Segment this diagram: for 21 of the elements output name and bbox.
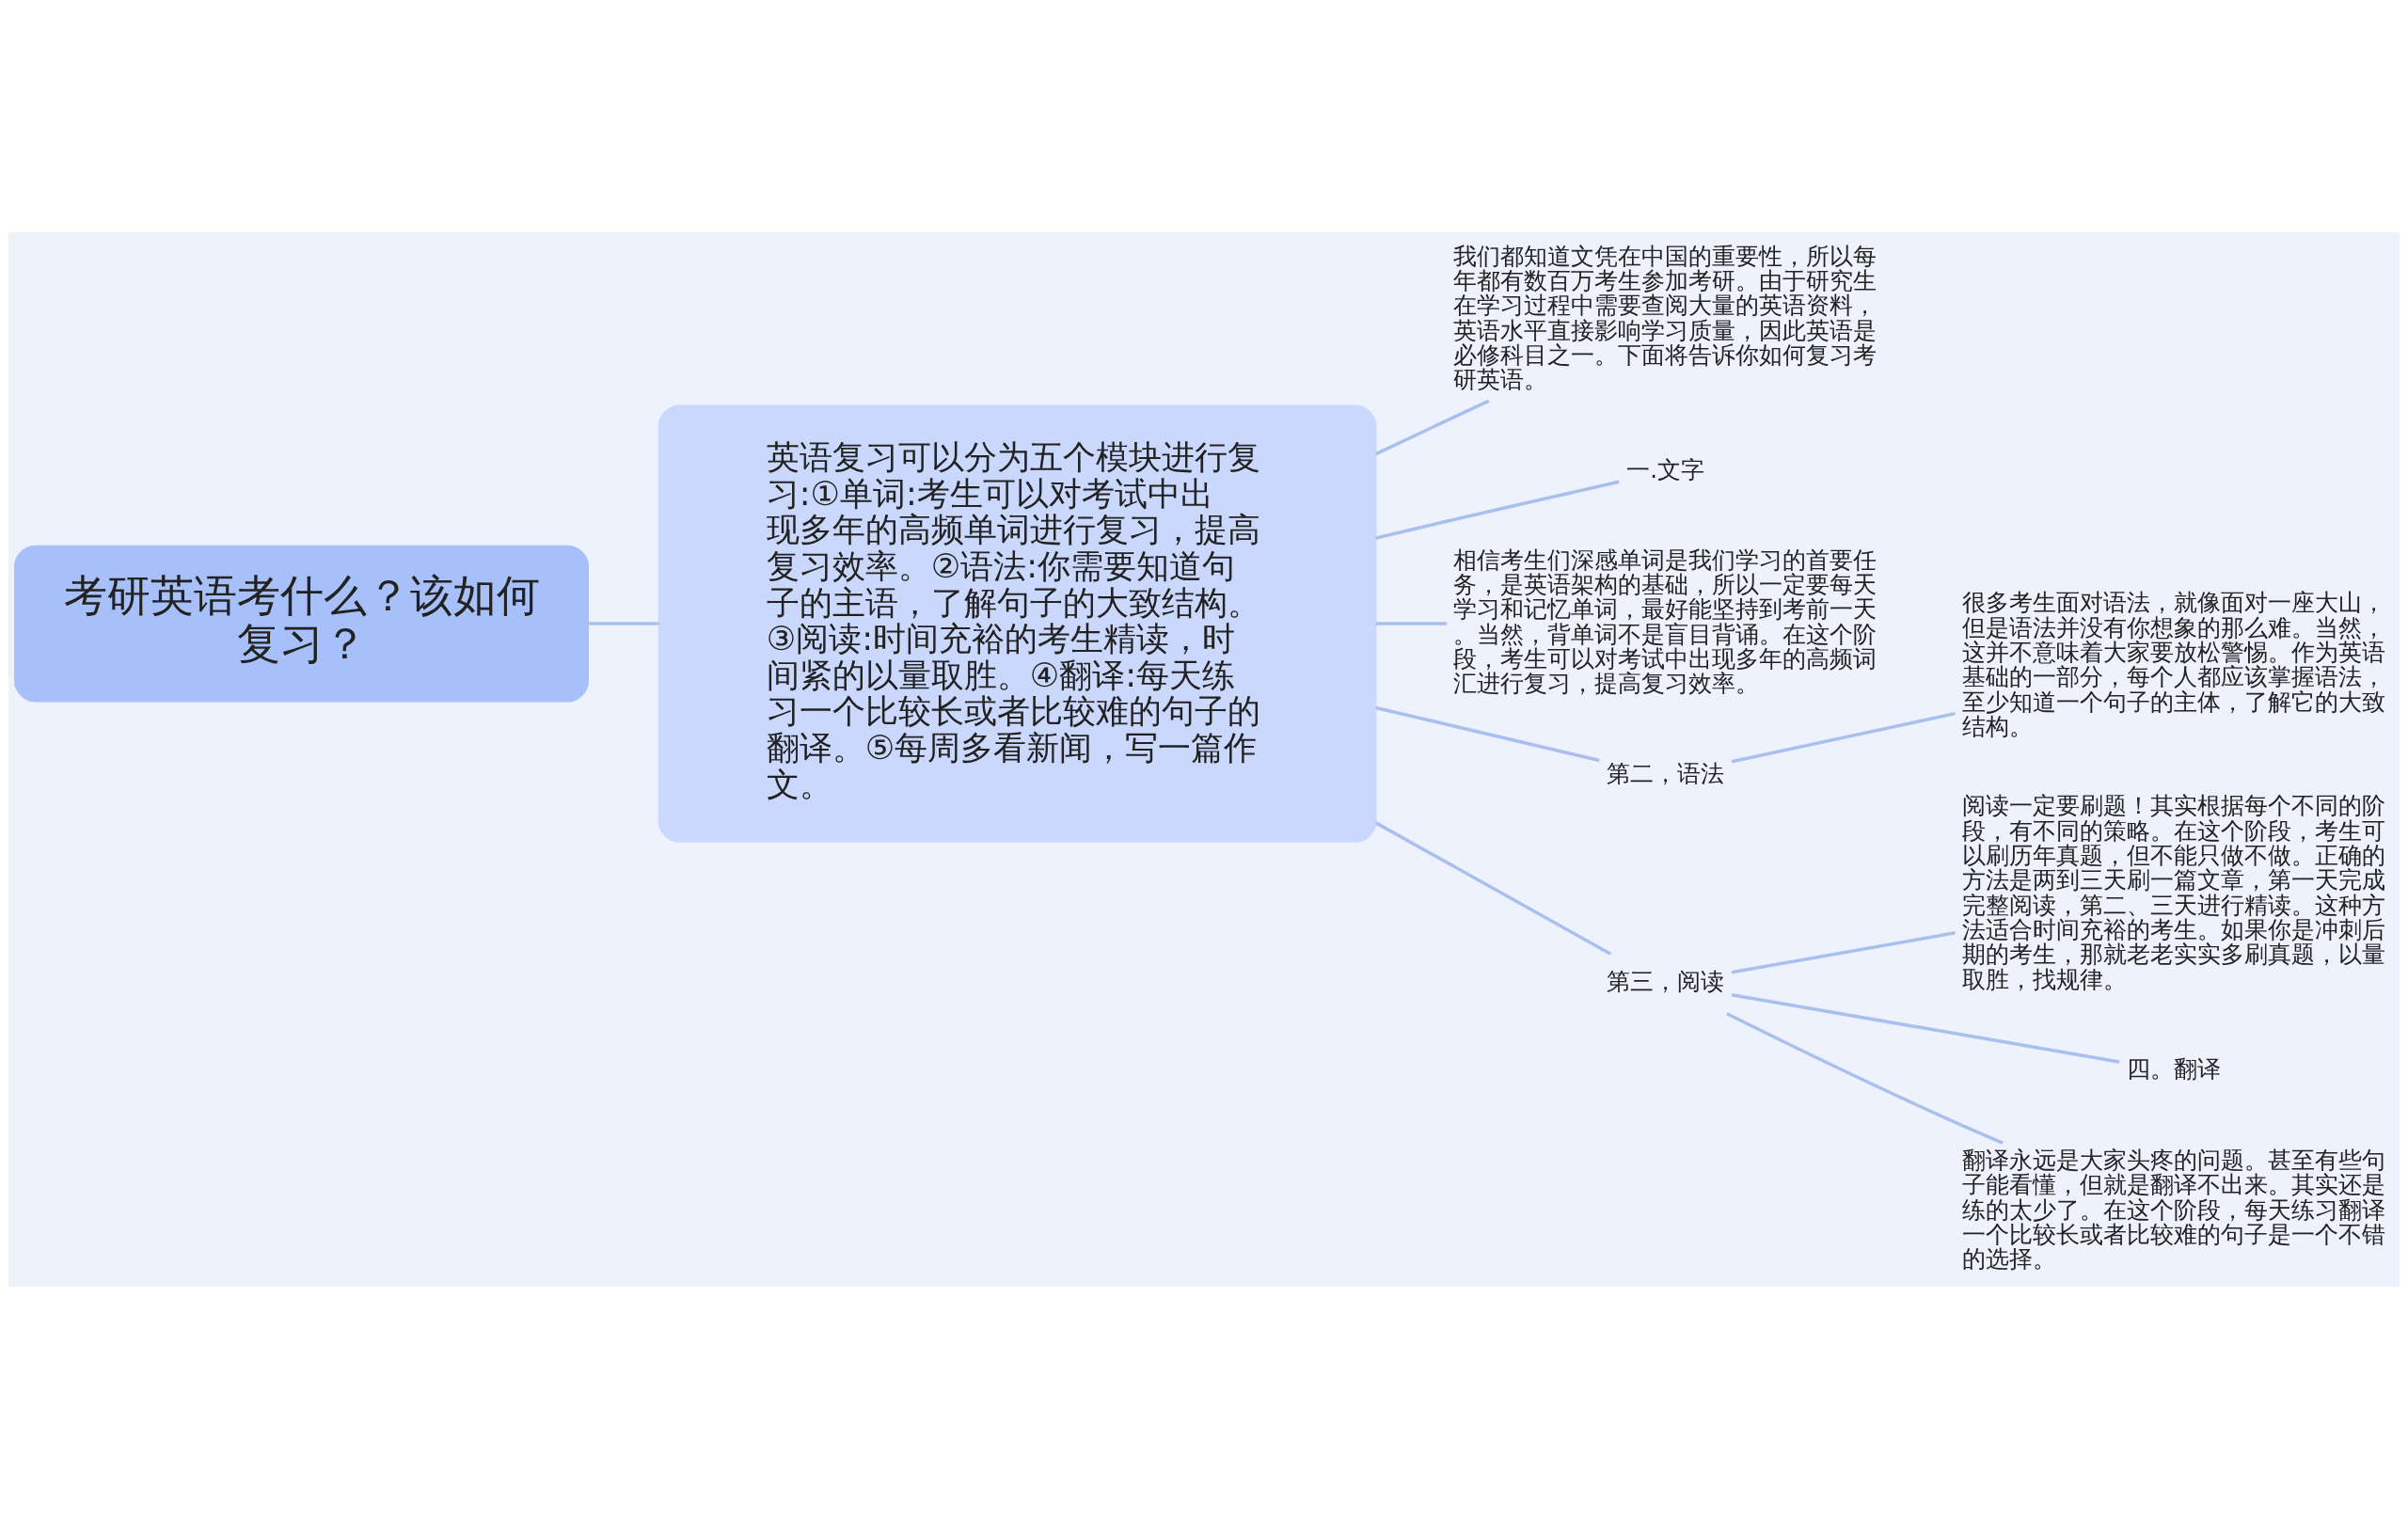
- node-text: 相信考生们深感单词是我们学习的首要任务，是英语架构的基础，所以一定要每天学习和记忆单词，最好能坚持到考前一天。当然，背单词不是盲目背诵。在这个阶段，考生可以对考试中出现多年的高频词汇进行复习，提高复习效率。: [1453, 546, 1877, 698]
- connector: [1731, 931, 1956, 974]
- connector: [1375, 705, 1600, 763]
- node-text: 一.文字: [1626, 456, 1705, 484]
- node-text: 四。翻译: [2127, 1055, 2222, 1084]
- connector: [588, 622, 659, 625]
- node-text: 第三，阅读: [1607, 968, 1725, 996]
- connector: [1375, 622, 1447, 625]
- node-text: 很多考生面对语法，就像面对一座大山，但是语法并没有你想象的那么难。当然，这并不意味着大家要放松警惕。作为英语基础的一部分，每个人都应该掌握语法，至少知道一个句子的主体，了解它的大致结构。: [1961, 589, 2385, 741]
- connector: [1726, 1012, 2004, 1145]
- connector: [1375, 480, 1620, 540]
- node-text: 我们都知道文凭在中国的重要性，所以每年都有数百万考生参加考研。由于研究生在学习过程中需要查阅大量的英语资料，英语水平直接影响学习质量，因此英语是必修科目之一。下面将告诉你如何复习考研英语。: [1453, 242, 1877, 394]
- node-text: 第二，语法: [1607, 760, 1725, 788]
- connector: [1375, 399, 1490, 456]
- node-box: 英语复习可以分为五个模块进行复习:①单词:考生可以对考试中出现多年的高频单词进行复习，提高复习效率。②语法:你需要知道句子的主语，了解句子的大致结构。③阅读:时间充裕的考生精读，时间紧的以量取胜。④翻译:每天练习一个比较长或者比较难的句子的翻译。⑤每周多看新闻，写一篇作文。: [657, 404, 1377, 843]
- node-text: 阅读一定要刷题！其实根据每个不同的阶段，有不同的策略。在这个阶段，考生可以刷历年真题，但不能只做不做。正确的方法是两到三天刷一篇文章，第一天完成完整阅读，第二、三天进行精读。这种方法适合时间充裕的考生。如果你是冲刺后期的考生，那就老老实实多刷真题，以量取胜，找规律。: [1961, 792, 2385, 993]
- connector: [1731, 993, 2120, 1064]
- connector: [1731, 711, 1956, 764]
- node-text: 翻译永远是大家头疼的问题。甚至有些句子能看懂，但就是翻译不出来。其实还是练的太少了。在这个阶段，每天练习翻译一个比较长或者比较难的句子是一个不错的选择。: [1961, 1146, 2385, 1274]
- connector: [1374, 821, 1612, 956]
- node-box: 考研英语考什么？该如何复习？: [14, 545, 589, 703]
